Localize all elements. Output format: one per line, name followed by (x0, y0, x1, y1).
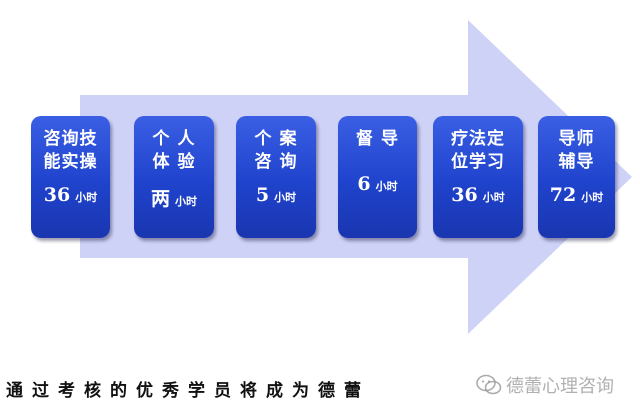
step-hours: 两小时 (134, 184, 214, 211)
step-number: 36 (43, 184, 71, 206)
step-hours: 5 小时 (236, 184, 316, 206)
step-box-personal-experience: 个 人 体 验 两小时 (134, 116, 214, 238)
step-hours: 6 小时 (338, 173, 417, 195)
step-box-mentor-guidance: 导师 辅导 72 小时 (538, 116, 615, 238)
watermark-text: 德蕾心理咨询 (506, 376, 614, 397)
step-box-case-counseling: 个 案 咨 询 5 小时 (236, 116, 316, 238)
step-unit: 小时 (175, 195, 197, 208)
step-label: 导师 辅导 (558, 129, 595, 172)
step-hours: 36 小时 (31, 184, 110, 206)
step-box-therapy-positioning: 疗法定 位学习 36 小时 (433, 116, 523, 238)
step-unit: 小时 (581, 191, 604, 204)
step-label: 个 案 咨 询 (254, 129, 298, 172)
step-label: 疗法定 位学习 (451, 129, 505, 172)
watermark: 德蕾心理咨询 (476, 372, 614, 398)
caption-text: 通过考核的优秀学员将成为德蕾 (6, 381, 370, 401)
wechat-icon (476, 374, 502, 395)
step-hours: 36 小时 (433, 184, 523, 206)
step-unit: 小时 (482, 191, 505, 204)
step-unit: 小时 (75, 191, 98, 204)
step-number: 5 (255, 184, 270, 206)
step-label: 个 人 体 验 (152, 129, 196, 172)
step-label: 咨询技 能实操 (43, 129, 98, 172)
step-hours: 72 小时 (538, 184, 615, 206)
step-number: 6 (357, 173, 371, 195)
step-box-supervision: 督 导 6 小时 (338, 116, 417, 238)
step-number: 72 (549, 184, 577, 206)
step-number: 36 (451, 184, 478, 206)
step-box-skills-practice: 咨询技 能实操 36 小时 (31, 116, 110, 238)
step-unit: 小时 (375, 180, 398, 193)
step-unit: 小时 (274, 191, 297, 204)
step-label: 督 导 (356, 129, 399, 149)
step-number: 两 (150, 188, 170, 210)
